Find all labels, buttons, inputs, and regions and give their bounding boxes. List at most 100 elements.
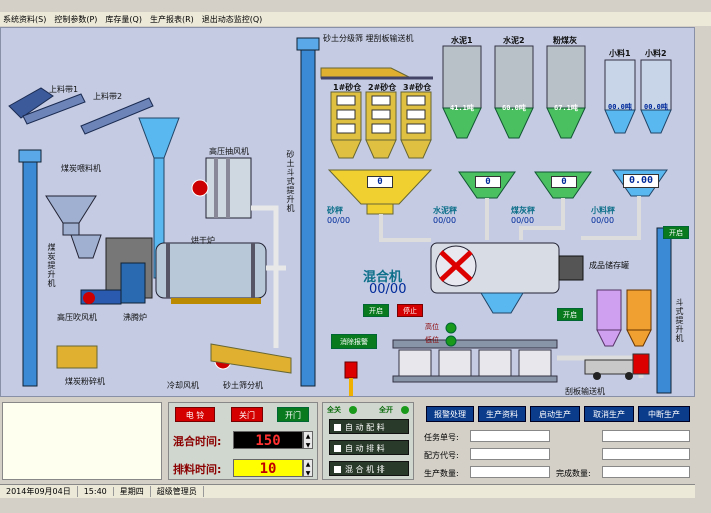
production-data-button[interactable]: 生产资料 xyxy=(478,406,526,422)
stop-button-mixer[interactable]: 停止 xyxy=(397,304,423,317)
open-door-button[interactable]: 开门 xyxy=(277,407,309,422)
ash-ratio: 00/00 xyxy=(511,216,535,225)
auto-mix-button[interactable]: 自 动 配 料 xyxy=(329,419,409,434)
mixer-discharge-checkbox[interactable] xyxy=(334,466,341,473)
full-open-label: 全开 xyxy=(379,406,393,414)
additive1-weight: 00.0吨 xyxy=(608,103,632,111)
clear-alarm-button[interactable]: 消除报警 xyxy=(331,334,377,349)
start-button-mixer[interactable]: 开启 xyxy=(363,304,389,317)
interrupt-production-button[interactable]: 中断生产 xyxy=(638,406,690,422)
recipe-code-field[interactable] xyxy=(470,448,550,460)
sand-ratio: 00/00 xyxy=(327,216,351,225)
recipe-extra-field[interactable] xyxy=(602,448,690,460)
process-graphics xyxy=(8,37,672,396)
auto-discharge-button[interactable]: 自 动 排 料 xyxy=(329,440,409,455)
control-panel: 电 铃 关门 开门 混合时间: 150 ▲▼ 排料时间: 10 ▲▼ 全关 全开… xyxy=(0,398,695,484)
status-time: 15:40 xyxy=(78,487,114,496)
label-belt1: 上料带1 xyxy=(49,85,79,94)
status-bar: 2014年09月04日 15:40 星期四 超级管理员 xyxy=(0,484,695,498)
label-sand-elevator: 砂土斗式提升机 xyxy=(286,150,295,213)
task-extra-field[interactable] xyxy=(602,430,690,442)
timer-panel: 电 铃 关门 开门 混合时间: 150 ▲▼ 排料时间: 10 ▲▼ xyxy=(168,402,318,480)
auto-mix-checkbox[interactable] xyxy=(334,424,341,431)
label-additive2: 小料2 xyxy=(645,49,667,58)
label-scraper-conveyor: 刮板输送机 xyxy=(565,387,605,396)
menu-bar: 系统资料(S) 控制参数(P) 库存量(Q) 生产报表(R) 退出动态监控(Q) xyxy=(0,12,711,26)
task-no-field[interactable] xyxy=(470,430,550,442)
label-low-level: 低位 xyxy=(425,336,439,344)
status-date: 2014年09月04日 xyxy=(0,486,78,497)
close-door-button[interactable]: 关门 xyxy=(231,407,263,422)
label-sand-screen: 砂土筛分机 xyxy=(223,381,263,390)
bell-button[interactable]: 电 铃 xyxy=(175,407,215,422)
label-sand-conveyor: 砂土分级筛 埋刮板输送机 xyxy=(323,34,414,43)
label-coal-elevator: 煤炭提升机 xyxy=(47,243,56,288)
full-close-label: 全关 xyxy=(327,406,341,414)
start-production-button[interactable]: 启动生产 xyxy=(530,406,580,422)
label-small-scale: 小料秤 xyxy=(591,206,615,215)
mix-time-value[interactable]: 150 xyxy=(233,431,303,449)
label-silo3: 3#砂仓 xyxy=(403,83,432,92)
label-cement2: 水泥2 xyxy=(503,36,525,45)
ash-scale-value: 0 xyxy=(551,176,577,188)
mix-time-spinner[interactable]: ▲▼ xyxy=(303,431,313,449)
complete-qty-field[interactable] xyxy=(602,466,690,478)
label-storage-tank: 成品储存罐 xyxy=(589,261,629,270)
auto-discharge-checkbox[interactable] xyxy=(334,445,341,452)
additive2-weight: 00.0吨 xyxy=(644,103,668,111)
label-cooling-fan: 冷却风机 xyxy=(167,381,199,390)
mix-time-label: 混合时间: xyxy=(173,435,222,448)
cement1-weight: 41.1吨 xyxy=(450,104,474,112)
menu-inventory[interactable]: 库存量(Q) xyxy=(105,14,142,24)
production-qty-field[interactable] xyxy=(470,466,550,478)
cement-ratio: 00/00 xyxy=(433,216,457,225)
mixer-value: 00/00 xyxy=(369,282,407,297)
label-boiler: 沸腾炉 xyxy=(123,313,147,322)
label-sand-scale: 砂秤 xyxy=(327,206,343,215)
label-silo1: 1#砂仓 xyxy=(333,83,362,92)
auto-mix-label: 自 动 配 料 xyxy=(345,423,385,432)
menu-system[interactable]: 系统资料(S) xyxy=(3,14,47,24)
auto-panel: 全关 全开 自 动 配 料 自 动 排 料 混 合 机 排 xyxy=(322,402,414,480)
start-button-additive[interactable]: 开启 xyxy=(663,226,689,239)
label-mixer: 混合机 xyxy=(363,270,403,285)
task-no-label: 任务单号: xyxy=(424,433,459,442)
menu-control-params[interactable]: 控制参数(P) xyxy=(54,14,98,24)
label-cement-scale: 水泥秤 xyxy=(433,206,457,215)
process-diagram: 上料带1 上料带2 煤炭喂料机 煤炭提升机 高压抽风机 烘干炉 高压吹风机 沸腾… xyxy=(0,27,695,397)
discharge-time-spinner[interactable]: ▲▼ xyxy=(303,459,313,477)
discharge-time-label: 排料时间: xyxy=(173,463,222,476)
label-belt2: 上料带2 xyxy=(93,92,123,101)
cancel-production-button[interactable]: 取消生产 xyxy=(584,406,634,422)
label-high-level: 高位 xyxy=(425,323,439,331)
label-additive1: 小料1 xyxy=(609,49,631,58)
label-fly-ash: 粉煤灰 xyxy=(553,36,577,45)
recipe-code-label: 配方代号: xyxy=(424,451,459,460)
status-weekday: 星期四 xyxy=(114,486,151,497)
start-button-storage[interactable]: 开启 xyxy=(557,308,583,321)
menu-reports[interactable]: 生产报表(R) xyxy=(149,14,194,24)
message-box xyxy=(2,402,162,480)
cement-scale-value: 0 xyxy=(475,176,501,188)
label-ash-scale: 煤灰秤 xyxy=(511,206,535,215)
alarm-handle-button[interactable]: 报警处理 xyxy=(426,406,474,422)
status-user: 超级管理员 xyxy=(151,486,204,497)
cement2-weight: 60.0吨 xyxy=(502,104,526,112)
full-close-led xyxy=(349,406,357,414)
sand-scale-value: 0 xyxy=(367,176,393,188)
full-open-led xyxy=(401,406,409,414)
fly-ash-weight: 67.1吨 xyxy=(554,104,578,112)
production-panel: 报警处理 生产资料 启动生产 取消生产 中断生产 任务单号: 配方代号: 生产数… xyxy=(420,402,695,480)
menu-exit-monitor[interactable]: 退出动态监控(Q) xyxy=(201,14,263,24)
label-silo2: 2#砂仓 xyxy=(368,83,397,92)
discharge-time-value[interactable]: 10 xyxy=(233,459,303,477)
label-high-temp-fan: 高压抽风机 xyxy=(209,147,249,156)
label-high-pressure-blower: 高压吹风机 xyxy=(57,313,97,322)
label-dryer: 烘干炉 xyxy=(191,236,215,245)
label-bucket-elevator: 斗式提升机 xyxy=(675,298,684,343)
production-qty-label: 生产数量: xyxy=(424,469,459,478)
small-scale-value: 0.00 xyxy=(623,174,659,188)
label-coal-feeder: 煤炭喂料机 xyxy=(61,164,101,173)
mixer-discharge-button[interactable]: 混 合 机 排 xyxy=(329,461,409,476)
mixer-discharge-label: 混 合 机 排 xyxy=(345,465,385,474)
